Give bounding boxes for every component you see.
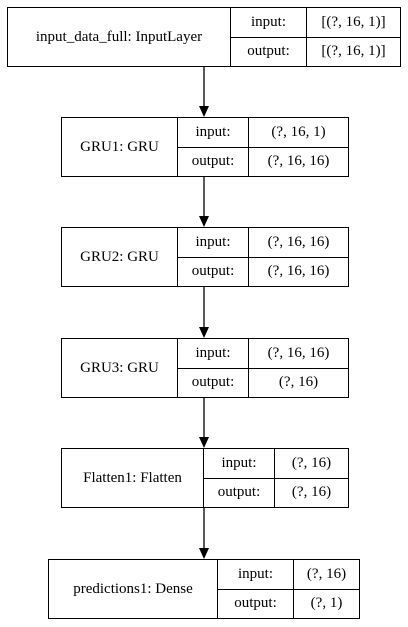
input-shape: (?, 16, 16): [267, 233, 330, 250]
input-row: input: (?, 16, 1): [178, 118, 348, 147]
input-shape: (?, 16): [306, 565, 347, 582]
layer-name: GRU2: GRU: [62, 228, 178, 286]
layer-name: GRU1: GRU: [62, 118, 178, 176]
layer-ports: input: (?, 16) output: (?, 1): [218, 560, 359, 618]
layer-ports: input: (?, 16, 16) output: (?, 16, 16): [178, 228, 348, 286]
output-row: output: (?, 1): [218, 588, 359, 618]
input-label: input:: [218, 560, 294, 589]
input-row: input: (?, 16): [204, 449, 348, 478]
arrowhead-icon: [199, 327, 209, 338]
input-shape: (?, 16, 16): [267, 344, 330, 361]
input-label: input:: [178, 339, 249, 368]
layer-name: Flatten1: Flatten: [62, 449, 204, 507]
input-label: input:: [178, 118, 249, 147]
layer-ports: input: (?, 16, 16) output: (?, 16): [178, 339, 348, 397]
input-row: input: (?, 16, 16): [178, 339, 348, 368]
output-shape: (?, 16): [278, 374, 319, 391]
output-label: output:: [218, 589, 294, 618]
output-row: output: (?, 16): [178, 367, 348, 397]
layer-ports: input: (?, 16, 1) output: (?, 16, 16): [178, 118, 348, 176]
input-row: input: (?, 16, 16): [178, 228, 348, 257]
layer-name: input_data_full: InputLayer: [8, 8, 231, 66]
layer-ports: input: [(?, 16, 1)] output: [(?, 16, 1)]: [231, 8, 400, 66]
input-shape: (?, 16): [291, 454, 332, 471]
layer-ports: input: (?, 16) output: (?, 16): [204, 449, 348, 507]
output-label: output:: [231, 37, 307, 66]
output-row: output: [(?, 16, 1)]: [231, 36, 400, 66]
layer-name: GRU3: GRU: [62, 339, 178, 397]
output-shape: [(?, 16, 1)]: [321, 43, 386, 60]
output-shape: (?, 16, 16): [267, 263, 330, 280]
output-label: output:: [178, 147, 249, 176]
output-row: output: (?, 16): [204, 477, 348, 507]
input-shape: (?, 16, 1): [271, 123, 326, 140]
arrowhead-icon: [199, 437, 209, 448]
layer-name: predictions1: Dense: [49, 560, 218, 618]
input-row: input: [(?, 16, 1)]: [231, 8, 400, 37]
output-label: output:: [204, 478, 275, 507]
input-label: input:: [231, 8, 307, 37]
output-shape: (?, 16, 16): [267, 153, 330, 170]
output-row: output: (?, 16, 16): [178, 256, 348, 286]
arrowhead-icon: [199, 216, 209, 227]
input-shape: [(?, 16, 1)]: [321, 13, 386, 30]
input-row: input: (?, 16): [218, 560, 359, 589]
output-shape: (?, 16): [291, 484, 332, 501]
input-label: input:: [204, 449, 275, 478]
output-row: output: (?, 16, 16): [178, 146, 348, 176]
output-label: output:: [178, 257, 249, 286]
arrowhead-icon: [199, 106, 209, 117]
input-label: input:: [178, 228, 249, 257]
arrowhead-icon: [199, 548, 209, 559]
output-label: output:: [178, 368, 249, 397]
output-shape: (?, 1): [310, 595, 343, 612]
